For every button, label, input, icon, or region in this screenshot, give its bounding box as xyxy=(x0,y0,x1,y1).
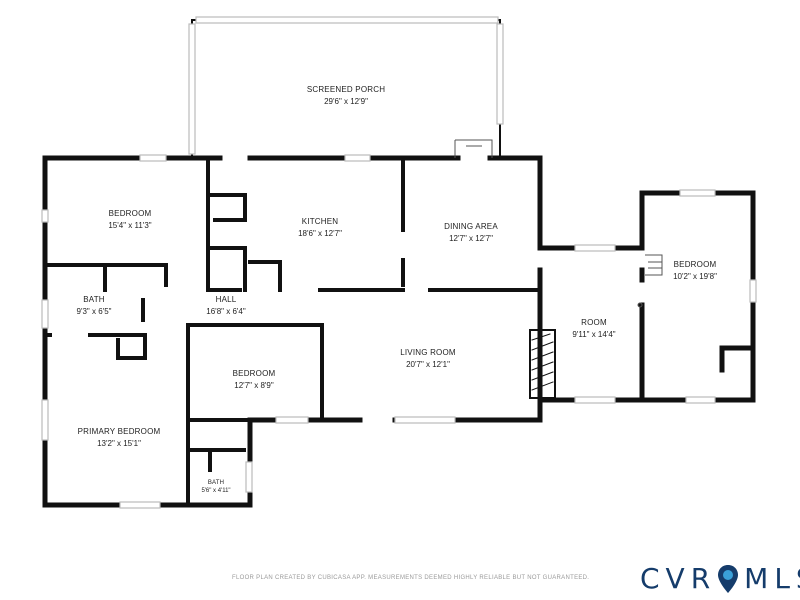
east-bedroom-closet xyxy=(719,345,756,373)
east-bedroom-walls xyxy=(639,190,756,403)
windows xyxy=(41,16,757,509)
label-bath-1: BATH xyxy=(83,295,105,304)
label-screened-porch: SCREENED PORCH xyxy=(307,85,385,94)
brand-suffix: MLS xyxy=(744,562,800,595)
room-labels: SCREENED PORCH 29'6" x 12'9" BEDROOM 15'… xyxy=(77,85,718,494)
east-steps xyxy=(645,254,663,276)
dim-bedroom-2: 12'7" x 8'9" xyxy=(234,381,274,390)
label-bedroom-1: BEDROOM xyxy=(109,209,152,218)
porch-steps xyxy=(454,139,493,158)
dim-bedroom-1: 15'4" x 11'3" xyxy=(108,221,151,230)
dim-hall: 16'8" x 6'4" xyxy=(206,307,246,316)
doors xyxy=(454,139,663,308)
label-primary-bedroom: PRIMARY BEDROOM xyxy=(78,427,161,436)
interior-walls xyxy=(43,156,542,507)
location-pin-icon xyxy=(718,564,739,593)
dim-living-room: 20'7" x 12'1" xyxy=(406,360,450,369)
label-bath-2: BATH xyxy=(208,480,224,486)
label-hall: HALL xyxy=(216,295,237,304)
label-bedroom-2: BEDROOM xyxy=(233,369,276,378)
dim-bedroom-east: 10'2" x 19'8" xyxy=(673,272,717,281)
dim-room: 9'11" x 14'4" xyxy=(572,330,615,339)
dim-primary-bedroom: 13'2" x 15'1" xyxy=(97,439,141,448)
disclaimer-text: FLOOR PLAN CREATED BY CUBICASA APP. MEAS… xyxy=(232,575,590,581)
east-wall-main xyxy=(537,155,645,403)
dim-screened-porch: 29'6" x 12'9" xyxy=(324,97,368,106)
fireplace xyxy=(529,329,556,399)
label-bedroom-east: BEDROOM xyxy=(674,260,717,269)
brand-prefix: CVR xyxy=(640,562,717,595)
label-room: ROOM xyxy=(581,318,607,327)
dim-kitchen: 18'6" x 12'7" xyxy=(298,229,342,238)
label-living-room: LIVING ROOM xyxy=(400,348,456,357)
fireplace-hatch xyxy=(531,333,554,391)
cvrmls-logo: CVR MLS xyxy=(640,562,800,595)
door-knob xyxy=(637,302,643,308)
floor-plan-walls xyxy=(42,19,756,508)
label-dining-area: DINING AREA xyxy=(444,222,498,231)
dim-bath-2: 5'6" x 4'11" xyxy=(201,488,230,494)
dim-dining-area: 12'7" x 12'7" xyxy=(449,234,493,243)
label-kitchen: KITCHEN xyxy=(302,217,339,226)
dim-bath-1: 9'3" x 6'5" xyxy=(77,307,112,316)
